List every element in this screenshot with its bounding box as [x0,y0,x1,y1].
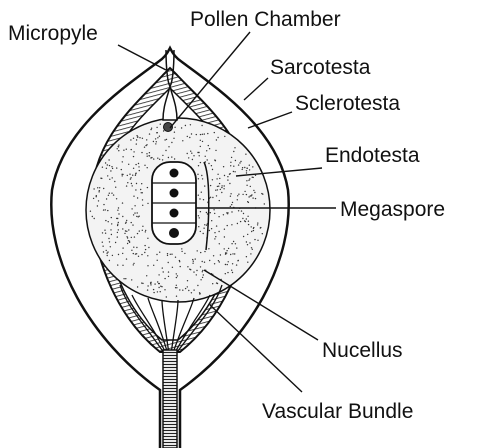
label-sclerotesta: Sclerotesta [295,92,400,115]
label-micropyle: Micropyle [8,22,98,45]
label-sarcotesta: Sarcotesta [270,56,371,79]
label-pollen-chamber: Pollen Chamber [190,8,341,31]
megaspore-tetrad [152,162,196,244]
stalk [163,350,177,448]
label-endotesta: Endotesta [325,144,420,167]
label-nucellus: Nucellus [322,339,403,362]
label-vascular-bundle: Vascular Bundle [262,400,413,423]
label-megaspore: Megaspore [340,198,445,221]
